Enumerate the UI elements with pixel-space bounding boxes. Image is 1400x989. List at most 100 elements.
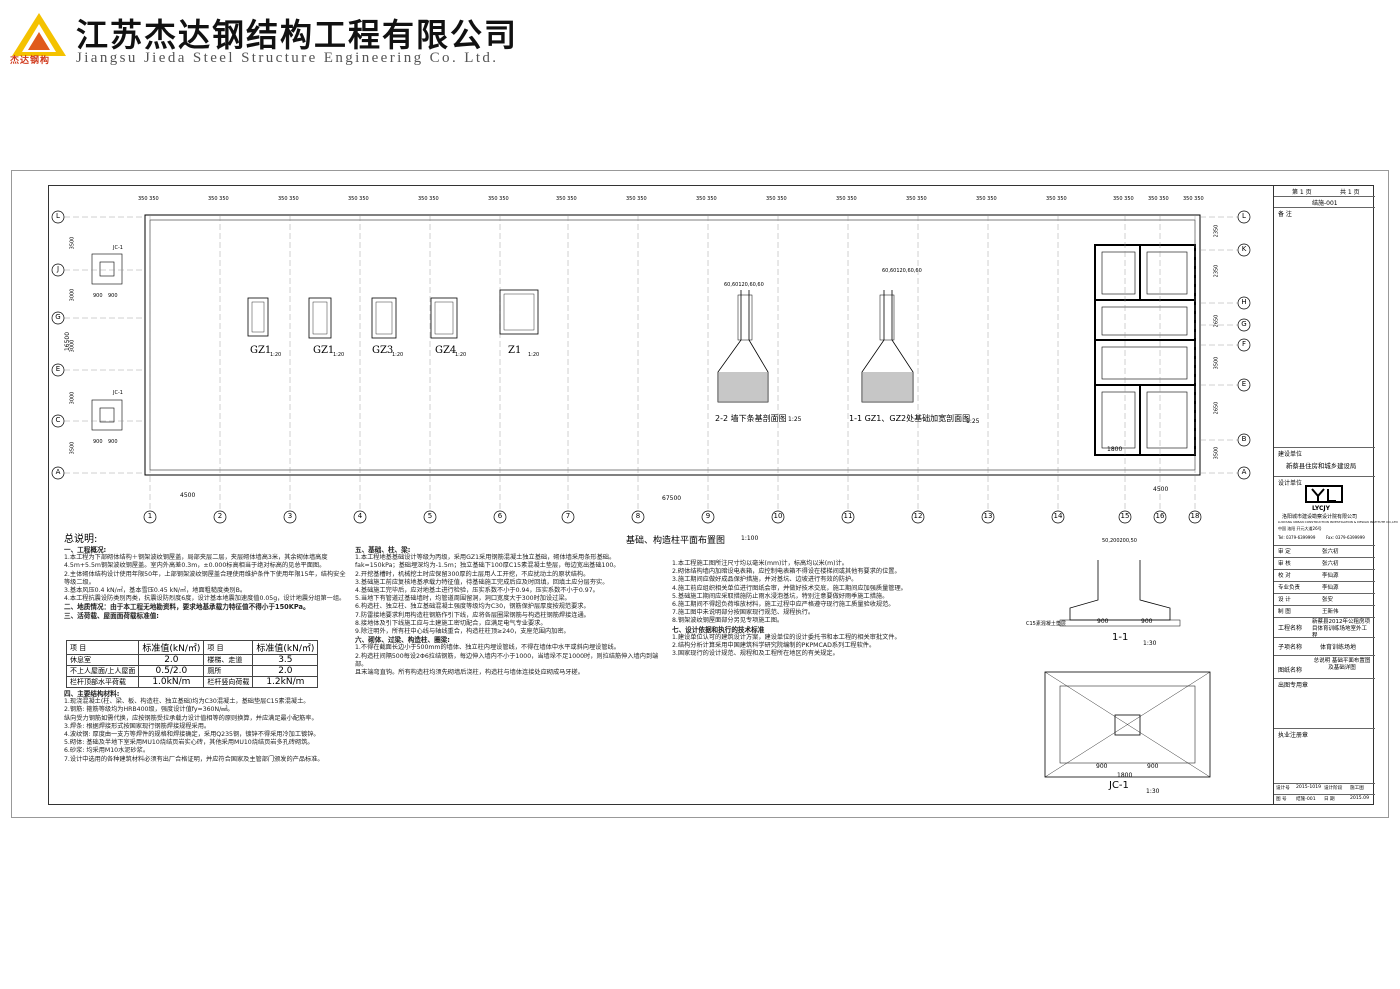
notes-line: 且末端弯直钩。所有构造柱均须先砌墙后浇柱，构造柱与墙体连接处应砌成马牙槎。 — [355, 669, 584, 677]
foundation-inner-outline — [149, 219, 1196, 471]
column-scale: 1:20 — [333, 352, 345, 358]
notes-line: fak=150kPa；基础埋深均为-1.5m；独立基础下100厚C15素混凝土垫… — [355, 562, 620, 570]
staff-role: 专业负责 — [1278, 585, 1301, 591]
title-block: 第 1 页 共 1 页 结施-001 备 注 建设单位 新蔡县住房和城乡建设局 … — [1273, 185, 1398, 805]
left-dim: 3500 — [69, 236, 76, 250]
footer-cell: 图 号 — [1276, 797, 1287, 802]
load-table-cell: 栏杆顶部水平荷载 — [65, 676, 140, 688]
design-logo-icon — [1305, 485, 1343, 503]
notes-column-1: 一、工程概况:1.本工程为下部砌体结构＋钢架波纹钢屋盖，局部夹层二层，夹层砌体墙… — [64, 546, 349, 620]
notes-line: 2.开挖基槽时，机械挖土时应保留300厚的土层用人工开挖，不应扰动土的原状结构。 — [355, 570, 590, 578]
column-scale: 1:20 — [392, 352, 404, 358]
stamp-label: 出图专用章 — [1278, 682, 1309, 689]
notes-line: 1.本工程地基基础设计等级为丙级，采用GZ1采用钢筋混凝土独立基础，砌体墙采用条… — [355, 554, 616, 562]
top-dim: 350 350 — [836, 196, 857, 202]
staff-role: 审 核 — [1278, 561, 1291, 567]
right-dim: 2350 — [1213, 224, 1220, 238]
axis-bubble — [911, 510, 925, 524]
axis-bubble — [213, 510, 227, 524]
notes-line: 4.施工前应组织相关单位进行图纸会审，并做好技术交底，施工期间应加强质量管理。 — [672, 584, 907, 592]
staff-role: 制 图 — [1278, 609, 1291, 615]
axis-bubble — [1237, 433, 1251, 447]
notes-heading: 四、主要结构材料: — [64, 690, 120, 698]
top-dim: 350 350 — [976, 196, 997, 202]
load-table-cell: 栏杆竖向荷载 — [203, 676, 254, 688]
load-table-cell: 2.0 — [138, 654, 205, 666]
column-name: Z1 — [508, 345, 522, 356]
axis-bubble — [51, 210, 65, 224]
axis-label-E: E — [55, 365, 61, 373]
drawing-sheet-border — [11, 170, 1389, 818]
notes-line: 6.构造柱、独立柱、独立基础混凝土强度等级均为C30，钢筋保护层厚度按规范要求。 — [355, 603, 590, 611]
staff-role: 设 计 — [1278, 597, 1291, 603]
right-dim: 2350 — [1213, 264, 1220, 278]
reg-label: 执业注册章 — [1278, 732, 1309, 739]
notes-line: 6.施工期间不得超负荷堆放材料，施工过程中应严格遵守现行施工质量验收规范。 — [672, 601, 895, 609]
axis-bubble — [51, 363, 65, 377]
top-dim: 350 350 — [208, 196, 229, 202]
staff-role: 校 对 — [1278, 573, 1291, 579]
notes-heading: 五、基础、柱、梁: — [355, 546, 411, 554]
right-span: 4500 — [1153, 486, 1169, 493]
column-scale: 1:20 — [270, 352, 282, 358]
axis-bubble — [283, 510, 297, 524]
axis-label-12: 12 — [913, 512, 923, 520]
axis-label-K: K — [1241, 245, 1247, 253]
load-table-cell: 0.5/2.0 — [138, 665, 205, 677]
pad-footing — [91, 253, 123, 285]
axis-bubble — [701, 510, 715, 524]
detail-jc-scale: 1:30 — [1146, 788, 1160, 795]
axis-bubble — [1153, 510, 1167, 524]
top-dim: 350 350 — [626, 196, 647, 202]
axis-label-3: 3 — [287, 512, 293, 520]
left-dim: 3000 — [69, 339, 76, 353]
design-tel: Tel: 0379-6399999 — [1278, 535, 1316, 540]
staff-name: 张安 — [1322, 597, 1334, 603]
axis-label-16: 16 — [1155, 512, 1165, 520]
notes-line: 3.国家现行的设计规范、规程和及工程所在地区的有关规定。 — [672, 650, 839, 658]
notes-line: 1.建设单位认可的建筑设计方案，建设单位的设计委托书和本工程的相关审批文件。 — [672, 633, 901, 641]
notes-line: 4.波纹钢: 厚度由一支方等焊件的规格和焊接确定，采用Q235钢，镀锌不得采用冷… — [64, 731, 320, 739]
subitem-label: 子项名称 — [1278, 644, 1303, 651]
notes-line: 3.施工期间应做好成品保护措施，并对基坑、边坡进行有效的防护。 — [672, 576, 858, 584]
axis-label-18: 18 — [1190, 512, 1200, 520]
axis-bubble — [51, 311, 65, 325]
notes-line: 4.本工程抗震设防类别丙类，抗震设防烈度6度，设计基本地震加速度值0.05g，设… — [64, 595, 346, 603]
column-name: GZ1 — [250, 345, 272, 356]
notes-line: 2.钢筋: 箍筋等级均为HRB400级，强度设计值fy=360N/㎟。 — [64, 706, 234, 714]
detail-1-1-note: C15素混凝土垫层 — [1026, 621, 1066, 627]
right-foot: 1800 — [1107, 446, 1123, 453]
footer-cell: 施工图 — [1350, 786, 1364, 791]
right-dim: 2650 — [1213, 314, 1220, 328]
axis-bubble — [1237, 466, 1251, 480]
axis-label-13: 13 — [983, 512, 993, 520]
axis-label-14: 14 — [1053, 512, 1063, 520]
notes-line: 3.焊条: 根据焊接形式按国家现行钢筋焊接规程采用。 — [64, 722, 211, 730]
detail-1-1-top: 50,200200,50 — [1102, 538, 1137, 544]
axis-label-C: C — [55, 416, 61, 424]
detail-jc-label: JC-1 — [1109, 780, 1129, 791]
axis-bubble — [1237, 210, 1251, 224]
column-scale: 1:20 — [528, 352, 540, 358]
notes-line: 2.主体砌体结构设计使用年限50年，上部钢架波纹钢屋盖合理使用维护条件下使用年限… — [64, 570, 346, 586]
plan-title: 基础、构造柱平面布置图 — [626, 536, 726, 546]
footer-cell: 设计阶段 — [1324, 786, 1343, 791]
design-address: 中国 洛阳 开元大道26号 — [1278, 526, 1322, 531]
notes-line: 1.不得在截面长边小于500mm的墙体、独立柱内埋设管线，不得在墙体中水平或斜向… — [355, 644, 620, 652]
top-dim: 350 350 — [1113, 196, 1134, 202]
load-table-cell: 休息室 — [65, 654, 140, 666]
drawing-number: 结施-001 — [1312, 200, 1338, 207]
load-table-header: 标准值(kN/㎡) — [138, 640, 205, 655]
axis-bubble — [1118, 510, 1132, 524]
notes-line: 4.5m+5.5m钢架波纹钢屋盖。室内外高差0.3m，±0.000标高相当于绝对… — [64, 562, 326, 570]
section-2-2-label: 2-2 墙下条基剖面图 — [715, 414, 787, 423]
column-scale: 1:20 — [455, 352, 467, 358]
axis-label-J: J — [56, 265, 60, 273]
design-name-en: LUOYANG URBAN CONSTRUCTION INVESTIGATION… — [1278, 520, 1398, 524]
load-table-header: 项 目 — [203, 640, 254, 655]
load-table-cell: 楼梯、走道 — [203, 654, 254, 666]
axis-label-B: B — [1241, 435, 1247, 443]
notes-heading: 三、活荷载、屋面面荷载标准值: — [64, 611, 159, 620]
axis-bubble — [51, 263, 65, 277]
